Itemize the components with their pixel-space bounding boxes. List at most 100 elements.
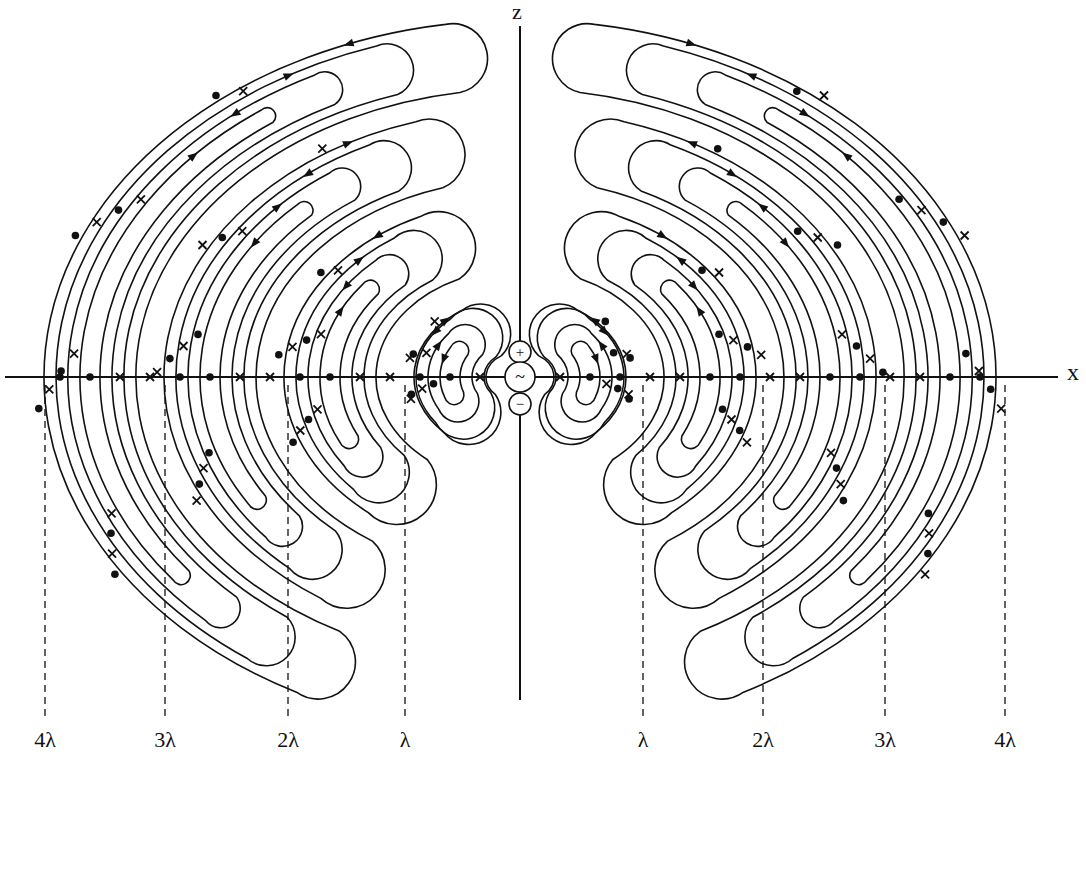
field-line-loop	[416, 308, 503, 439]
field-cross	[476, 373, 484, 381]
field-cross	[676, 373, 684, 381]
field-cross	[296, 427, 304, 435]
field-cross	[137, 195, 145, 203]
field-dot	[856, 373, 864, 381]
field-cross	[431, 317, 439, 325]
guide-line	[884, 385, 885, 716]
field-dot	[834, 241, 842, 249]
field-dot	[196, 480, 204, 488]
field-cross	[239, 87, 247, 95]
field-cross	[108, 509, 116, 517]
field-dot	[275, 351, 283, 359]
field-cross	[199, 241, 207, 249]
source-symbol: ~	[515, 368, 525, 386]
field-dot	[793, 87, 801, 95]
field-markers	[35, 39, 1005, 579]
field-line-loop	[631, 255, 732, 478]
field-dot	[326, 373, 334, 381]
charge-circle	[509, 393, 531, 415]
field-cross	[180, 342, 188, 350]
field-line-loop	[296, 230, 442, 502]
field-cross	[318, 145, 326, 153]
field-dot	[794, 227, 802, 235]
charge-sign: +	[516, 345, 524, 360]
arrow-head	[842, 153, 852, 162]
field-line-loop	[529, 304, 626, 444]
field-dot	[72, 232, 80, 240]
charge-sign: −	[516, 397, 524, 412]
field-cross	[93, 218, 101, 226]
field-dot	[586, 373, 594, 381]
field-cross	[603, 380, 611, 388]
field-dot	[840, 497, 848, 505]
arrow-head	[344, 39, 355, 47]
field-line-loop	[188, 168, 361, 546]
field-dot	[602, 318, 610, 326]
field-line-loop	[697, 72, 972, 628]
field-line-loop	[679, 168, 852, 546]
field-cross	[422, 349, 430, 357]
field-line-loop	[68, 72, 343, 628]
field-dot	[946, 373, 954, 381]
field-cross	[796, 373, 804, 381]
wavelength-label: 3λ	[874, 729, 896, 751]
field-cross	[314, 405, 322, 413]
field-line-loop	[598, 230, 744, 502]
field-cross	[317, 330, 325, 338]
field-dot	[289, 439, 297, 447]
field-dot	[833, 464, 841, 472]
field-cross	[108, 550, 116, 558]
arrow-head	[432, 341, 441, 352]
arrow-head	[657, 230, 668, 239]
field-line-loop	[537, 308, 624, 439]
arrow-head	[799, 108, 810, 117]
field-cross	[266, 373, 274, 381]
field-cross	[916, 373, 924, 381]
field-line-loop	[80, 108, 276, 585]
field-cross	[146, 373, 154, 381]
field-dot	[446, 373, 454, 381]
field-dot	[698, 267, 706, 275]
arrow-head	[591, 353, 599, 364]
arrow-head	[353, 257, 363, 266]
field-cross	[918, 206, 926, 214]
field-cross	[356, 373, 364, 381]
field-dot	[205, 449, 213, 457]
field-cross	[866, 355, 874, 363]
arrow-head	[231, 108, 242, 117]
arrow-head	[335, 306, 344, 317]
field-cross	[961, 232, 969, 240]
field-line-loop	[428, 325, 485, 422]
field-line-loop	[284, 212, 476, 525]
arrow-head	[598, 341, 607, 352]
field-dot	[925, 510, 933, 518]
field-cross	[729, 336, 737, 344]
field-cross	[837, 480, 845, 488]
arrow-head	[687, 141, 698, 148]
field-cross	[728, 416, 736, 424]
field-line-loop	[44, 24, 488, 699]
field-dot	[111, 571, 119, 579]
field-cross	[757, 351, 765, 359]
field-cross	[116, 373, 124, 381]
arrow-head	[746, 73, 757, 80]
field-dot	[416, 373, 424, 381]
arrow-head	[342, 141, 353, 148]
dipole-source	[505, 341, 535, 415]
field-dot	[879, 368, 887, 376]
field-dot	[714, 145, 722, 153]
field-cross	[418, 385, 426, 393]
arrow-head	[696, 306, 705, 317]
field-cross	[715, 269, 723, 277]
field-cross	[236, 373, 244, 381]
field-dot	[430, 380, 438, 388]
field-cross	[743, 438, 751, 446]
arrow-head	[303, 168, 314, 177]
field-cross	[925, 529, 933, 537]
field-dot	[625, 395, 633, 403]
arrow-head	[432, 326, 442, 336]
field-dot	[736, 373, 744, 381]
field-line-loop	[764, 108, 960, 585]
field-dot	[610, 349, 618, 357]
guide-line	[44, 385, 45, 716]
